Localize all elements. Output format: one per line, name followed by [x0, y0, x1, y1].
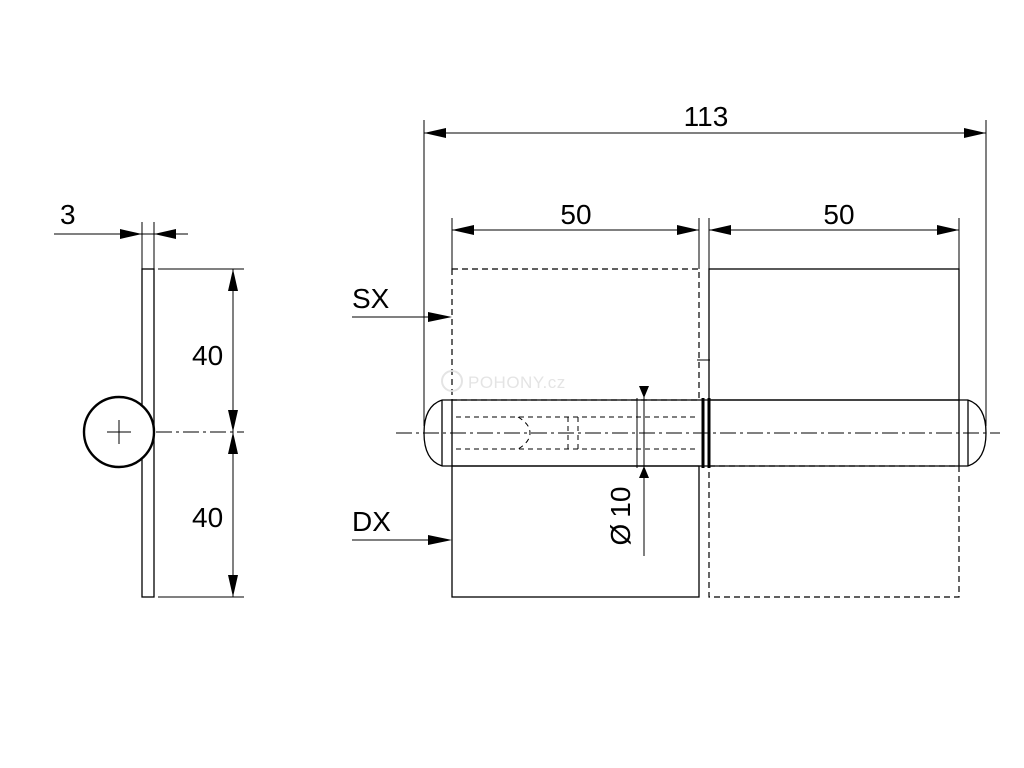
- dim-pin-diameter-label: 10: [605, 487, 636, 518]
- total-length-dimension: 113: [423, 101, 987, 426]
- diameter-symbol: Ø: [605, 524, 636, 546]
- leaf-upper-right: [708, 268, 960, 401]
- variant-labels: SX DX: [352, 283, 452, 545]
- dim-right-leaf-label: 50: [823, 199, 854, 230]
- svg-text:Ø10: Ø 10: [605, 487, 636, 546]
- thickness-dimension: 3: [54, 199, 188, 269]
- dim-upper-height-label: 40: [192, 340, 223, 371]
- height-dimensions: 40 40: [158, 268, 244, 598]
- leaf-lower-left: [451, 465, 700, 598]
- front-view: 113 50 50 SX DX: [352, 101, 1000, 598]
- leaf-lower-right-dashed: [708, 465, 960, 598]
- dim-left-leaf-label: 50: [560, 199, 591, 230]
- hidden-pin-tip: [517, 416, 531, 450]
- watermark-text: POHONY.cz: [468, 373, 566, 392]
- watermark-logo-icon: [441, 370, 463, 392]
- side-view: 3 40 40: [54, 199, 244, 598]
- pin-diameter-label-group: Ø 10: [605, 487, 636, 546]
- leaf-length-dimensions: 50 50: [451, 199, 960, 269]
- dim-lower-height-label: 40: [192, 502, 223, 533]
- label-dx: DX: [352, 506, 391, 537]
- label-sx: SX: [352, 283, 390, 314]
- watermark: POHONY.cz: [441, 370, 566, 392]
- dim-total-length-label: 113: [684, 101, 729, 132]
- dim-thickness-label: 3: [60, 199, 76, 230]
